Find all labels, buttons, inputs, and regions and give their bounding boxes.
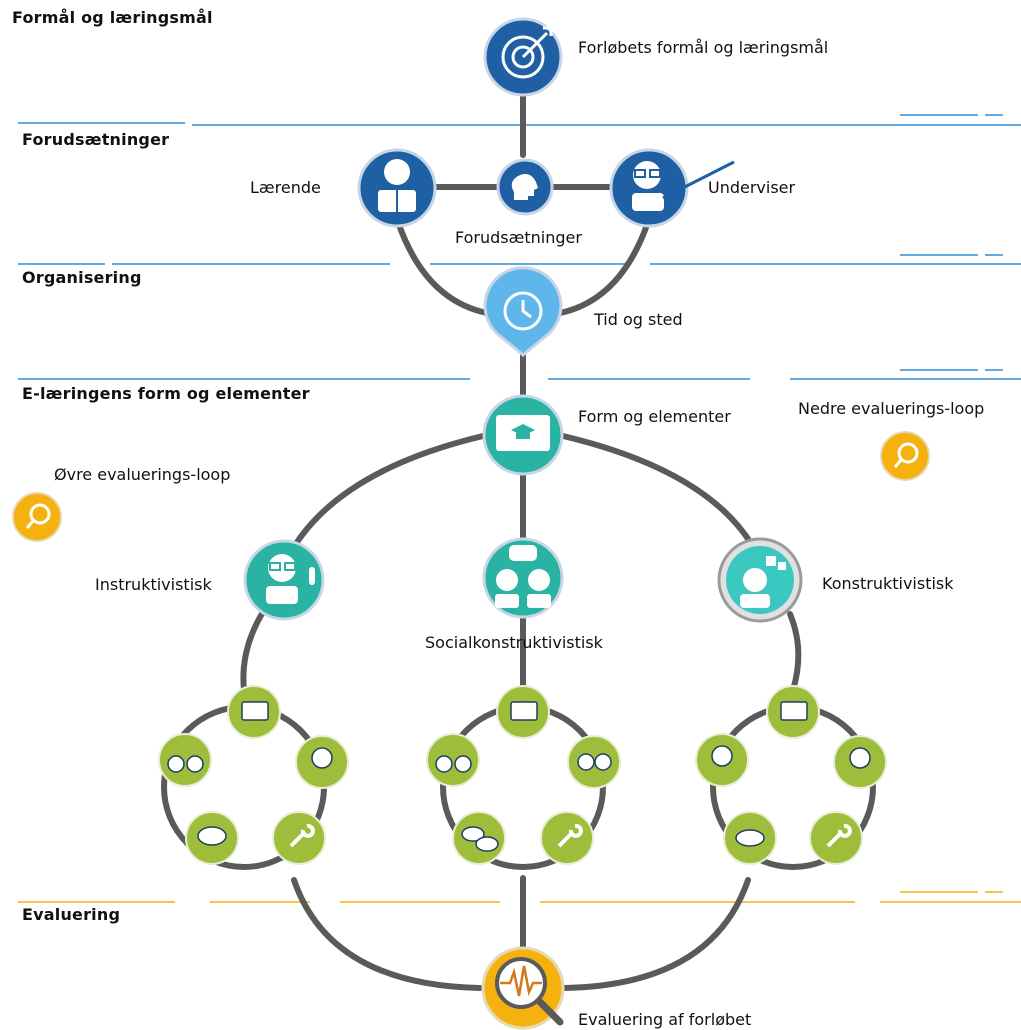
node-label-prerequisites: Forudsætninger xyxy=(455,228,582,247)
node-label-teacher: Underviser xyxy=(708,178,796,197)
section-rule-prerequisites xyxy=(18,114,1021,126)
section-rule-evaluation xyxy=(18,891,1021,903)
element-glyphs-socialconstructivist xyxy=(435,701,612,852)
thinker-icon xyxy=(717,537,803,623)
head-icon xyxy=(496,158,554,216)
node-label-constructivist: Konstruktivistisk xyxy=(822,574,954,593)
element-glyphs-instructivist xyxy=(167,701,333,848)
node-label-instructivist: Instruktivistisk xyxy=(95,575,212,594)
section-heading-purpose: Formål og læringsmål xyxy=(12,8,213,27)
node-label-form-elements: Form og elementer xyxy=(578,407,731,426)
node-label-purpose: Forløbets formål og læringsmål xyxy=(578,38,829,57)
learner-icon xyxy=(357,148,437,228)
section-heading-evaluation: Evaluering xyxy=(22,905,121,924)
magnifier-icon xyxy=(880,431,930,481)
loop-label-upper: Øvre evaluerings-loop xyxy=(54,465,231,484)
teacher-icon xyxy=(609,148,735,228)
node-label-socialconstructivist: Socialkonstruktivistisk xyxy=(425,633,603,652)
node-label-course-evaluation: Evaluering af forløbet xyxy=(578,1010,752,1029)
target-icon xyxy=(483,17,563,97)
group-icon xyxy=(482,537,564,619)
section-rule-organisation xyxy=(18,254,1021,265)
section-rule-form xyxy=(18,369,1021,380)
element-icons-constructivist xyxy=(695,685,887,865)
section-heading-form: E-læringens form og elementer xyxy=(22,384,310,403)
evaluation-magnifier-icon xyxy=(481,946,565,1030)
clock-pin-icon xyxy=(483,266,563,357)
instructor-icon xyxy=(243,539,325,621)
magnifier-icon xyxy=(12,492,62,542)
screen-icon xyxy=(482,394,564,476)
node-label-learner: Lærende xyxy=(250,178,321,197)
element-glyphs-constructivist xyxy=(711,701,871,848)
section-heading-prerequisites: Forudsætninger xyxy=(22,130,170,149)
connectors xyxy=(240,87,802,991)
loop-label-lower: Nedre evaluerings-loop xyxy=(798,399,985,418)
section-heading-organisation: Organisering xyxy=(22,268,142,287)
node-label-time-place: Tid og sted xyxy=(594,310,683,329)
